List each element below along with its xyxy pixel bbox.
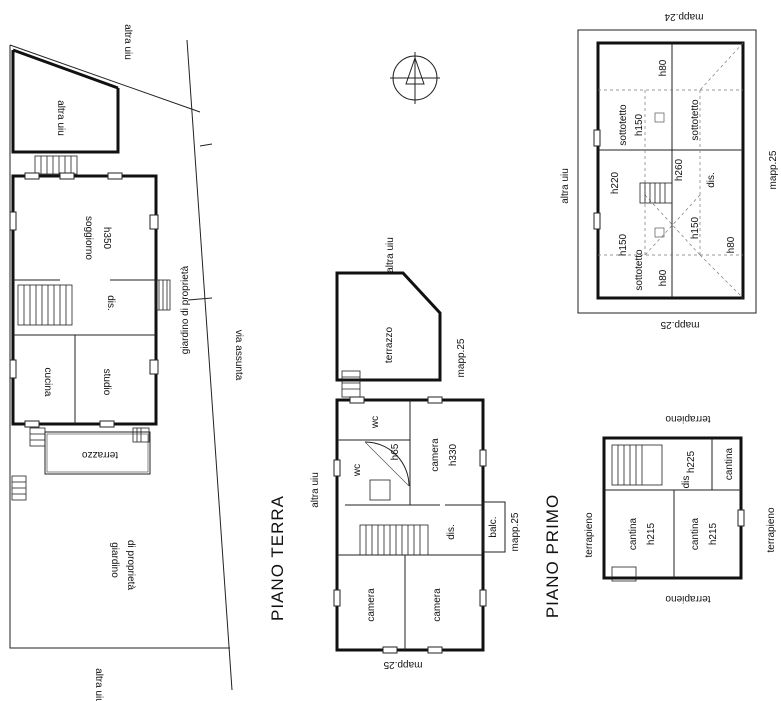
- label-cucina: cucina: [42, 368, 53, 397]
- label-mapp25-attic: mapp.25: [768, 150, 779, 189]
- label-terrazzo-ground: terrazzo: [82, 449, 119, 460]
- label-altra-uiu-top: altra uiu: [122, 24, 133, 60]
- label-via-assunta: via assunta: [233, 330, 244, 381]
- label-balc: balc.: [488, 516, 499, 537]
- label-h350: h350: [101, 227, 112, 250]
- label-h215-left: h215: [646, 522, 657, 545]
- ground-floor-house: [9, 172, 171, 428]
- property-boundary: [9, 39, 233, 691]
- title-piano-primo: PIANO PRIMO: [543, 494, 562, 618]
- label-terrazzo-middle: terrazzo: [384, 327, 395, 364]
- label-h150-a: h150: [634, 113, 645, 136]
- label-terrapieno-left: terrapieno: [584, 512, 595, 557]
- label-wc: wc: [352, 464, 363, 477]
- label-mapp25-middle: mapp.25: [456, 338, 467, 377]
- label-mapp25-balc: mapp.25: [510, 512, 521, 551]
- label-camera-top: camera: [430, 438, 441, 472]
- label-terrapieno-top: terrapieno: [665, 413, 710, 424]
- middle-house-plan: [333, 396, 506, 654]
- label-cantina-right: cantina: [690, 517, 701, 550]
- label-terrapieno-right: terrapieno: [766, 507, 777, 552]
- label-dis-attic: dis.: [706, 172, 717, 188]
- label-mapp25-attic-bottom: mapp.25: [660, 319, 699, 330]
- label-h260: h260: [674, 158, 685, 181]
- label-sottotetto-a: sottotetto: [618, 104, 629, 146]
- label-soggiorno: soggiorno: [83, 216, 94, 260]
- label-h80-attic-right: h80: [726, 236, 737, 253]
- label-altra-uiu-left: altra uiu: [55, 100, 66, 136]
- ground-terrace: [11, 427, 151, 501]
- label-altra-uiu-bottom: altra uiu: [93, 668, 104, 701]
- label-dis-basement: dis: [681, 476, 692, 489]
- north-arrow-icon: [390, 52, 440, 104]
- label-terrapieno-bottom: terrapieno: [665, 593, 710, 604]
- label-h80-attic-top: h80: [658, 59, 669, 76]
- label-altra-uiu-attic: altra uiu: [560, 168, 571, 204]
- label-studio: studio: [101, 369, 112, 396]
- label-h220: h220: [610, 171, 621, 194]
- label-cantina-top: cantina: [724, 447, 735, 480]
- label-mapp24: mapp.24: [664, 11, 703, 22]
- label-mapp25-middle-bottom: mapp.25: [383, 659, 422, 670]
- label-camera-left: camera: [366, 588, 377, 622]
- label-cantina-left: cantina: [628, 517, 639, 550]
- attic-plan: [577, 29, 757, 314]
- label-h330: h330: [448, 443, 459, 466]
- basement-plan: [602, 436, 745, 582]
- label-h80-attic-bottom: h80: [658, 269, 669, 286]
- title-piano-terra: PIANO TERRA: [268, 495, 287, 621]
- label-h215-right: h215: [708, 522, 719, 545]
- label-camera-right: camera: [432, 588, 443, 622]
- label-h65: h65: [390, 443, 401, 460]
- label-sottotetto-c: sottotetto: [634, 249, 645, 291]
- label-giardino-side: giardino di proprietà: [180, 265, 191, 354]
- adjacent-unit-topleft: [11, 48, 120, 175]
- label-sottotetto-b: sottotetto: [690, 99, 701, 141]
- label-h150-b: h150: [690, 216, 701, 239]
- label-altra-uiu-middle-top: altra uiu: [385, 237, 396, 273]
- label-dis-ground: dis.: [105, 295, 116, 311]
- label-h225: h225: [686, 450, 697, 473]
- label-di-proprieta: di proprietà: [125, 540, 136, 590]
- label-giardino: giardino: [109, 542, 120, 578]
- label-dis-middle: dis.: [446, 524, 457, 540]
- label-altra-uiu-middle-left: altra uiu: [310, 472, 321, 508]
- label-h150-c: h150: [618, 233, 629, 256]
- label-wc-top: wc: [370, 416, 381, 429]
